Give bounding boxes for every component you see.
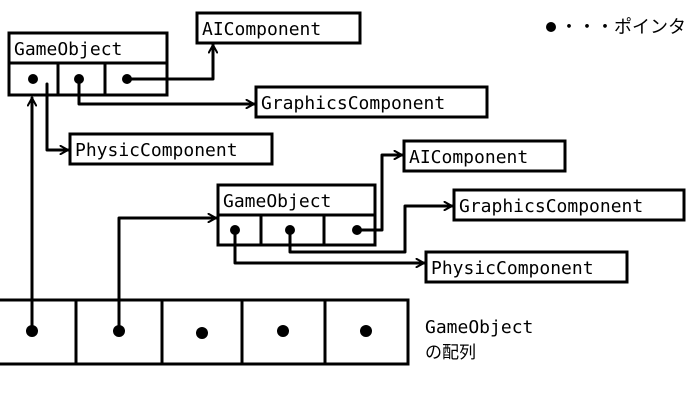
game-object-array <box>0 298 410 366</box>
component-label: PhysicComponent <box>75 140 238 161</box>
component-label: AIComponent <box>409 147 528 168</box>
array-label-line2: の配列 <box>425 343 476 363</box>
game-object-1: GameObject <box>7 31 169 97</box>
arrow-to-physic-component <box>45 82 70 150</box>
legend-pointer-dot <box>546 22 556 32</box>
game-object-2-title: GameObject <box>223 191 331 212</box>
object-2-ai-component: AIComponent <box>402 139 567 173</box>
legend-text: ・・・ポインタ <box>560 17 686 38</box>
arrow-to-physic-component-2 <box>233 228 426 263</box>
arrow-array-to-object-2 <box>117 218 218 333</box>
game-object-1-title: GameObject <box>14 39 122 60</box>
array-pointer-dot <box>360 325 372 337</box>
object-1-ai-component: AIComponent <box>195 11 362 45</box>
pointer-dot <box>28 74 38 84</box>
component-label: GraphicsComponent <box>459 196 643 217</box>
game-object-2-header <box>216 183 377 217</box>
arrow-to-ai-component <box>125 43 213 81</box>
arrow-to-graphics-component <box>77 77 256 104</box>
arrow-to-graphics-component-2 <box>288 206 454 254</box>
game-object-2-fields <box>216 213 377 247</box>
arrow-to-ai-component-2 <box>355 155 404 232</box>
array-pointer-dot <box>196 327 208 339</box>
game-object-2: GameObject <box>216 183 377 247</box>
object-2-physic-component: PhysicComponent <box>424 250 629 284</box>
component-label: PhysicComponent <box>431 258 594 279</box>
component-label: AIComponent <box>202 19 321 40</box>
array-label-line1: GameObject <box>425 317 533 338</box>
component-label: GraphicsComponent <box>261 93 445 114</box>
object-2-graphics-component: GraphicsComponent <box>452 188 686 222</box>
legend: ・・・ポインタ <box>546 17 686 38</box>
object-1-physic-component: PhysicComponent <box>68 132 274 166</box>
object-1-graphics-component: GraphicsComponent <box>254 85 489 119</box>
array-pointer-dot <box>277 325 289 337</box>
